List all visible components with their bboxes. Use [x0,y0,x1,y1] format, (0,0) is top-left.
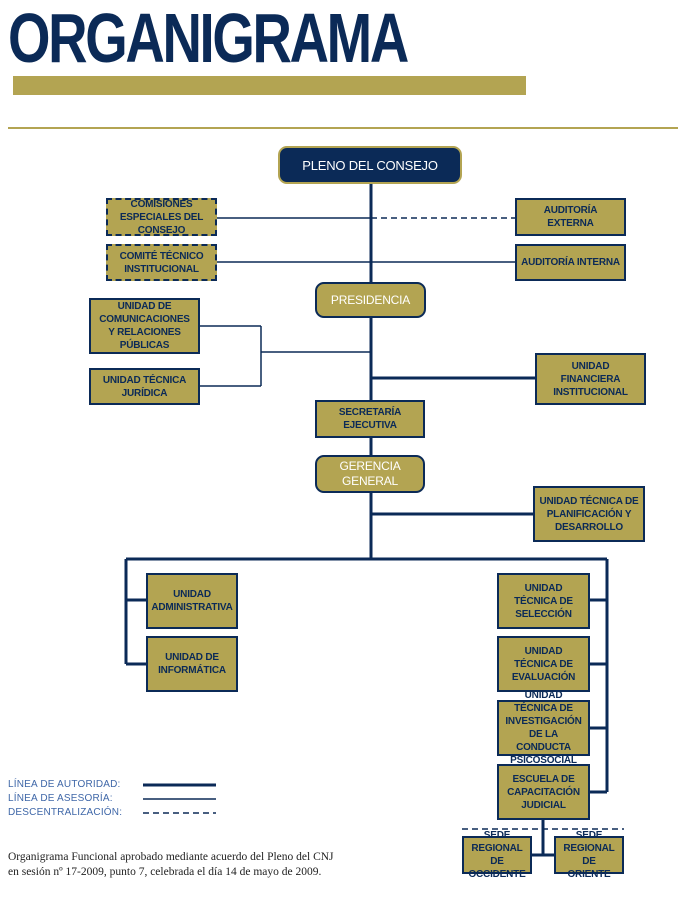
box-auditoria-interna: AUDITORÍA INTERNA [515,244,626,281]
box-sede-oriente: SEDE REGIONAL DE ORIENTE [554,830,624,880]
box-secretaria-ejecutiva: SECRETARÍA EJECUTIVA [315,400,425,438]
box-seleccion: UNIDAD TÉCNICA DE SELECCIÓN [497,573,590,629]
page-title: ORGANIGRAMA [8,0,409,77]
box-sede-occidente: SEDE REGIONAL DE OCCIDENTE [462,830,532,880]
footnote-line-2: en sesión nº 17-2009, punto 7, celebrada… [8,866,322,878]
box-planificacion: UNIDAD TÉCNICA DE PLANIFICACIÓN Y DESARR… [533,486,645,542]
box-auditoria-externa: AUDITORÍA EXTERNA [515,198,626,236]
legend-asesoria-label: LÍNEA DE ASESORÍA: [8,793,113,804]
box-investigacion: UNIDAD TÉCNICA DE INVESTIGACIÓN DE LA CO… [497,690,590,766]
footnote: Organigrama Funcional aprobado mediante … [8,850,334,880]
box-comisiones-especiales: COMISIONES ESPECIALES DEL CONSEJO [106,198,217,236]
legend-autoridad-label: LÍNEA DE AUTORIDAD: [8,779,121,790]
footnote-line-1: Organigrama Funcional aprobado mediante … [8,851,334,863]
box-presidencia: PRESIDENCIA [315,282,426,318]
box-gerencia-general: GERENCIA GENERAL [315,455,425,493]
title-underline-bar [13,76,526,95]
header-divider [8,127,678,129]
box-evaluacion: UNIDAD TÉCNICA DE EVALUACIÓN [497,636,590,692]
box-financiera: UNIDAD FINANCIERA INSTITUCIONAL [535,353,646,405]
box-informatica: UNIDAD DE INFORMÁTICA [146,636,238,692]
box-administrativa: UNIDAD ADMINISTRATIVA [146,573,238,629]
box-comunicaciones: UNIDAD DE COMUNICACIONES Y RELACIONES PÚ… [89,298,200,354]
box-tecnica-juridica: UNIDAD TÉCNICA JURÍDICA [89,368,200,405]
box-comite-tecnico: COMITÉ TÉCNICO INSTITUCIONAL [106,244,217,281]
box-escuela: ESCUELA DE CAPACITACIÓN JUDICIAL [497,764,590,820]
box-pleno-del-consejo: PLENO DEL CONSEJO [278,146,462,184]
legend-descentralizacion-label: DESCENTRALIZACIÓN: [8,807,123,818]
